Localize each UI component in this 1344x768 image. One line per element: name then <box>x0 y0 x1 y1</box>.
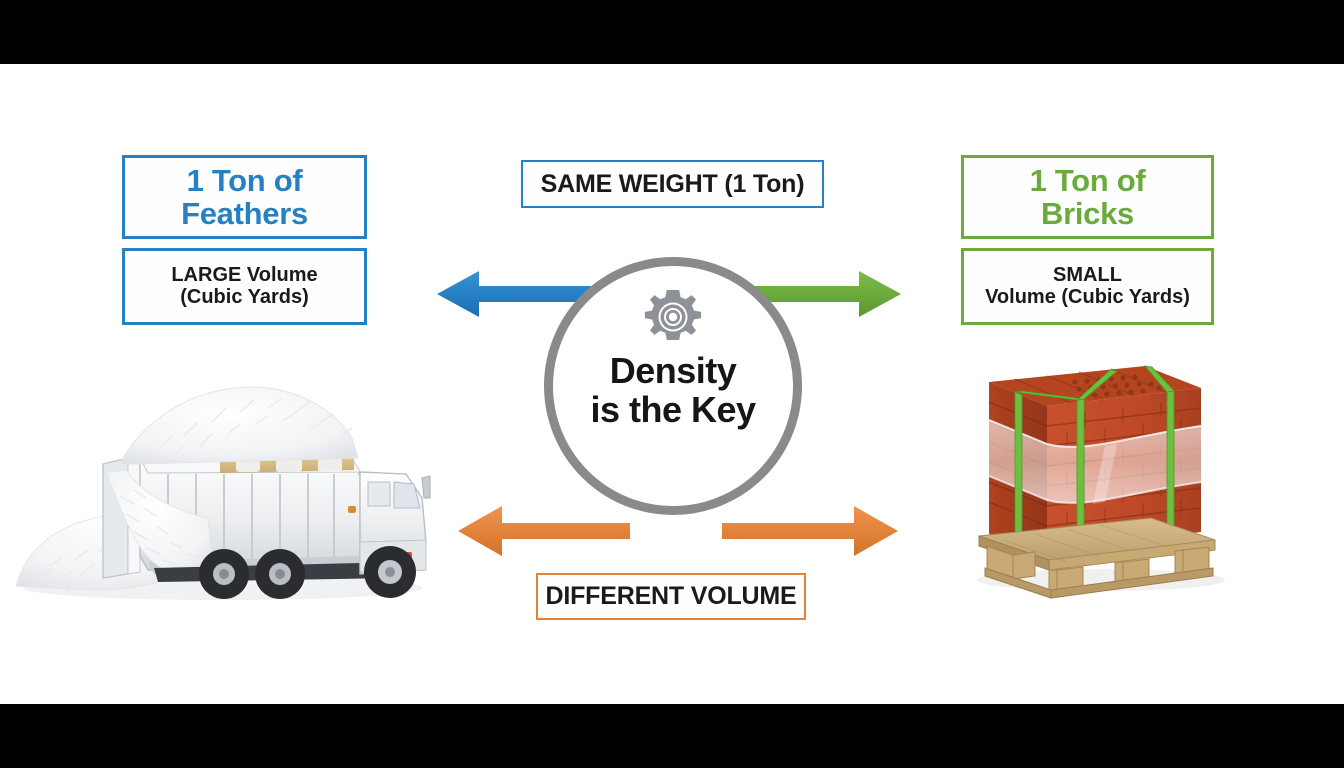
density-line-1: Density <box>609 350 737 391</box>
density-circle: Density is the Key <box>544 257 802 515</box>
bricks-volume-text: SMALL Volume (Cubic Yards) <box>985 263 1190 308</box>
same-weight-label: SAME WEIGHT (1 Ton) <box>521 160 824 208</box>
different-volume-text: DIFFERENT VOLUME <box>545 582 797 610</box>
infographic-canvas: 1 Ton of Feathers LARGE Volume (Cubic Ya… <box>0 64 1344 704</box>
bricks-volume-emphasis: SMALL <box>1053 263 1122 286</box>
bricks-volume-box: SMALL Volume (Cubic Yards) <box>961 248 1214 325</box>
bricks-title-line-2: Bricks <box>1041 196 1134 231</box>
density-circle-text: Density is the Key <box>590 350 756 430</box>
different-volume-label: DIFFERENT VOLUME <box>536 573 806 620</box>
bricks-title-text: 1 Ton of Bricks <box>1029 162 1146 231</box>
density-line-2: is the Key <box>590 388 756 430</box>
feathers-title-box: 1 Ton of Feathers <box>122 155 367 239</box>
arrow-same-weight-left <box>437 270 615 318</box>
feathers-volume-emphasis: LARGE <box>171 263 242 286</box>
bricks-title-line-1: 1 Ton of <box>1029 162 1146 198</box>
gear-icon <box>643 288 703 346</box>
feathers-title-line-2: Feathers <box>181 196 308 231</box>
feathers-title-line-1: 1 Ton of <box>186 162 303 198</box>
letterbox-bar-top <box>0 0 1344 64</box>
feathers-volume-text: LARGE Volume (Cubic Yards) <box>171 263 318 308</box>
bricks-volume-rest: Volume (Cubic Yards) <box>985 285 1190 308</box>
arrow-different-volume-left <box>458 505 630 557</box>
arrow-different-volume-right <box>722 505 898 557</box>
brick-pallet-image <box>955 354 1235 599</box>
arrow-same-weight-right <box>735 270 901 318</box>
feathers-volume-box: LARGE Volume (Cubic Yards) <box>122 248 367 325</box>
feathers-volume-units: (Cubic Yards) <box>180 285 309 308</box>
feathers-title-text: 1 Ton of Feathers <box>181 162 308 231</box>
bricks-title-box: 1 Ton of Bricks <box>961 155 1214 239</box>
feathers-truck-image <box>8 346 438 608</box>
same-weight-text: SAME WEIGHT (1 Ton) <box>540 169 805 198</box>
letterbox-bar-bottom <box>0 704 1344 768</box>
feathers-volume-rest: Volume <box>241 263 318 286</box>
